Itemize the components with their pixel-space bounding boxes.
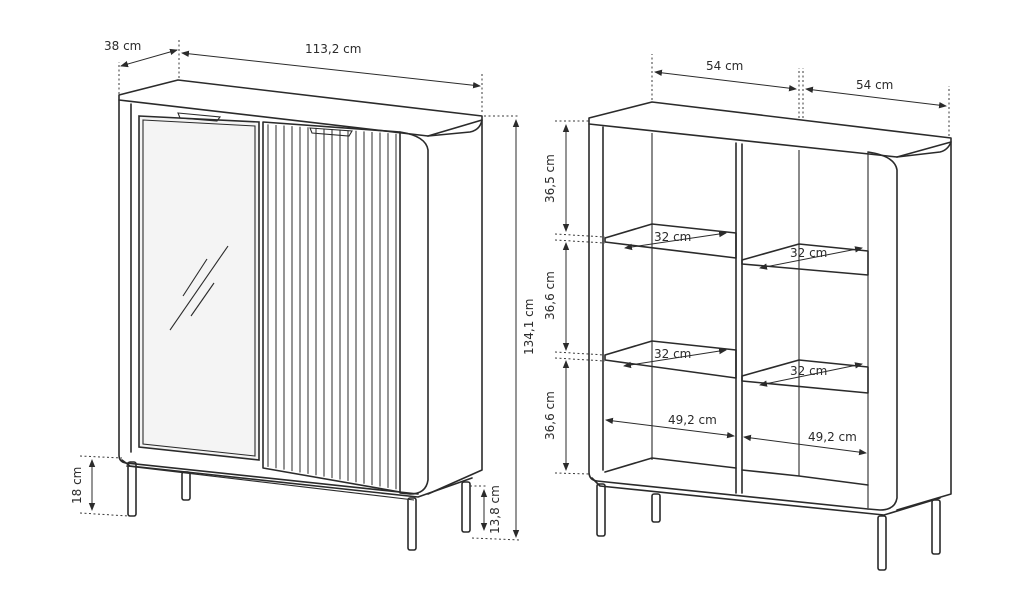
open-cabinet-view: 54 cm 54 cm 36,5 cm 36,6 cm 36,6 cm 32 c… [543,54,952,571]
leg-front-left [127,461,137,517]
height-label: 134,1 cm [522,299,536,355]
leg-back-left [181,471,191,501]
cabinet-side-panel [427,119,483,495]
closed-cabinet-view: 38 cm 113,2 cm 134,1 cm 18 cm 13,8 cm [70,39,536,551]
depth-label: 38 cm [104,39,141,53]
shelf-depth-3-label: 32 cm [654,347,691,361]
inner-width-right-label: 49,2 cm [808,430,857,444]
cabinet-top [118,79,483,137]
open-cabinet-top [588,101,952,158]
shelf-depth-4-label: 32 cm [790,364,827,378]
open-cabinet-right-round [867,151,898,511]
compartment-right-dimension-line [805,86,947,109]
shelf-depth-1-line [624,230,727,251]
shelf-depth-1-label: 32 cm [654,230,691,244]
shelf-depth-4-line [759,362,863,387]
open-leg-front-right [877,515,887,571]
middle-divider [735,142,743,494]
open-leg-back-left [651,493,661,523]
shelf-left-lower [604,340,737,379]
shelf-depth-2-line [759,246,863,270]
shelf-depth-2-label: 32 cm [790,246,827,260]
open-cabinet-right-panel [896,141,952,511]
open-cabinet-left-side [588,123,869,510]
compartment-right-label: 54 cm [856,78,893,92]
cabinet-side-round [399,131,429,495]
ribbed-door [262,121,401,493]
width-dimension-line [181,50,481,89]
gap-top-label: 36,5 cm [543,154,557,203]
cabinet-base [121,459,473,498]
inner-width-left-label: 49,2 cm [668,413,717,427]
leg-front-right [407,497,417,551]
open-cabinet-base [591,477,941,516]
cabinet-bottom [604,457,869,486]
compartment-left-label: 54 cm [706,59,743,73]
inner-leg-label: 13,8 cm [488,485,502,534]
leg-back-right [461,481,471,533]
ribbed-door-handle [309,127,353,137]
leg-height-label: 18 cm [70,467,84,504]
open-leg-front-left [596,483,606,537]
open-leg-back-right [931,499,941,555]
gap-middle-label: 36,6 cm [543,271,557,320]
width-label: 113,2 cm [305,42,361,56]
glass-door-handle [177,112,222,122]
gap-bottom-label: 36,6 cm [543,391,557,440]
inner-width-right-line [743,434,867,456]
shelf-left-upper [604,223,737,259]
door-slats [267,124,397,490]
depth-dimension-line [120,48,178,68]
compartment-left-dimension-line [654,69,797,92]
inner-width-left-line [605,417,735,439]
shelf-depth-3-line [623,347,727,369]
